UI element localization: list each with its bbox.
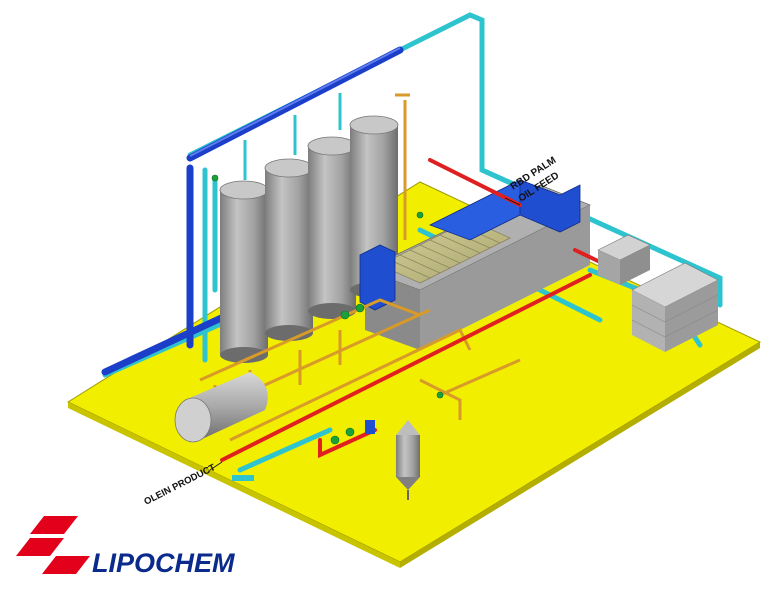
filter-press [359,179,591,350]
tank-1 [219,180,269,363]
blue-header-highlight [189,47,401,157]
olein-product-label: OLEIN PRODUCT [142,462,217,508]
header-drop-lines [243,93,342,180]
logo-mark-bottom [42,556,90,574]
chiller-unit-small [597,234,651,285]
crystallizer-tanks [219,115,399,363]
tank-2 [264,158,314,341]
floor-slab [66,181,762,568]
red-pipes [220,158,602,462]
tank-3 [307,136,357,319]
lipochem-logo: LIPOCHEM [16,516,235,578]
valves [211,174,444,445]
logo-mark-top [30,516,78,534]
horizontal-tank [174,372,268,443]
logo-mark-middle [16,538,64,556]
chiller-unit-large [631,262,719,352]
olein-label: OLEIN PRODUCT [142,461,223,508]
logo-text: LIPOCHEM [92,548,235,578]
separator-vessel [396,420,420,500]
